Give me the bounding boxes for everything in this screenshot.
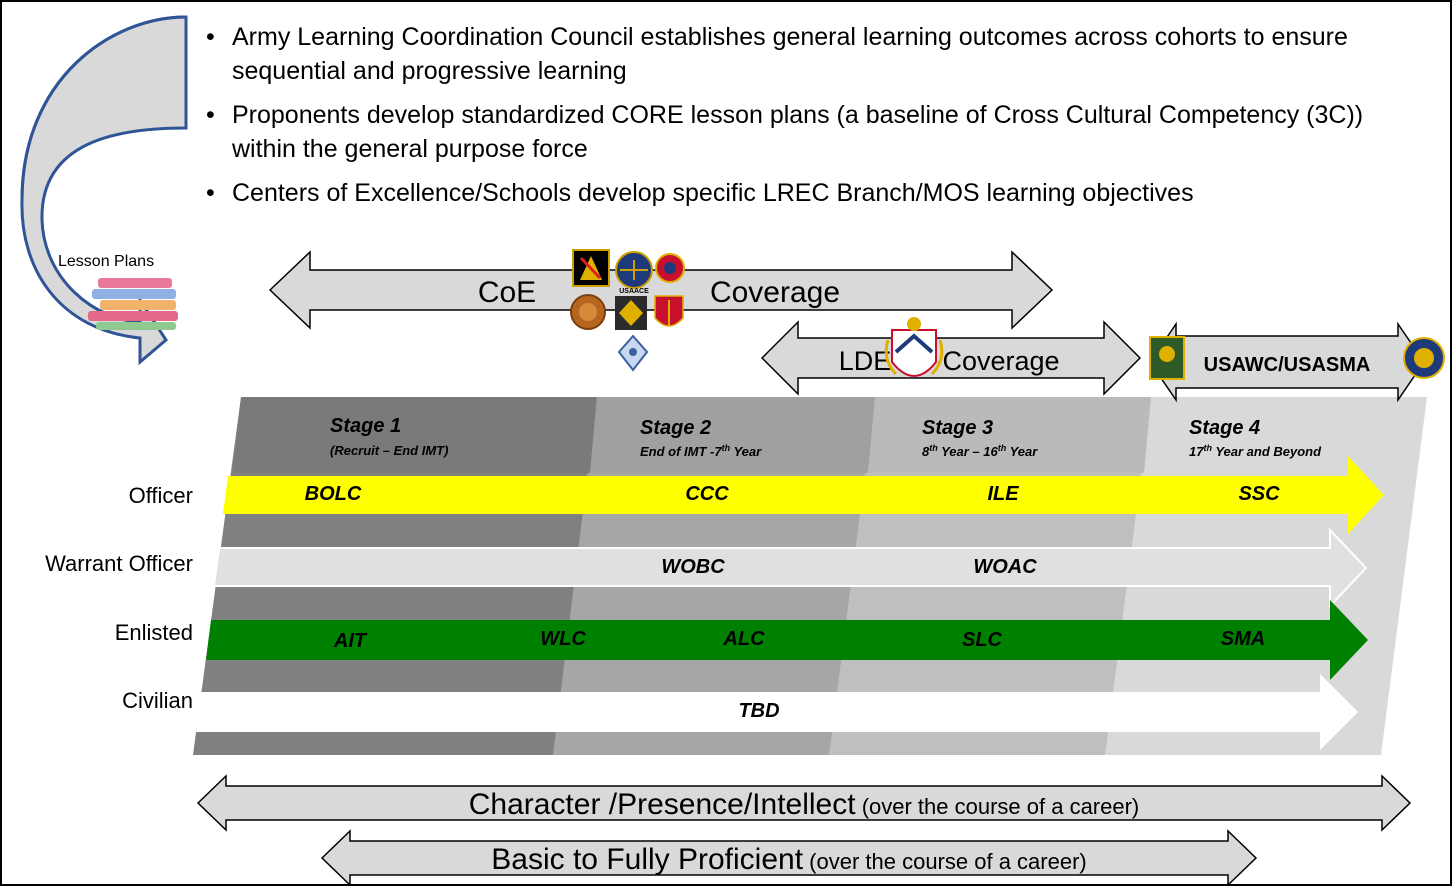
bullet-item: • Proponents develop standardized CORE le…	[206, 98, 1426, 166]
lde-left-label: LDE	[839, 346, 892, 376]
lde-coverage-arrow	[760, 320, 1142, 396]
enlisted-label: Enlisted	[115, 620, 193, 645]
stage-2-title: Stage 2	[640, 417, 711, 439]
usaace-text: USAACE	[619, 288, 649, 295]
bullet-item: • Army Learning Coordination Council esta…	[206, 20, 1426, 88]
stage-2-header	[590, 397, 875, 473]
diamond-insignia-icon	[617, 334, 649, 372]
civilian-label: Civilian	[122, 688, 193, 713]
course-wlc: WLC	[540, 628, 586, 650]
books-icon	[88, 278, 178, 330]
usasma-seal-icon	[1403, 337, 1445, 379]
course-bolc: BOLC	[305, 483, 362, 505]
officer-arrow	[223, 456, 1384, 534]
bullet-item: • Centers of Excellence/Schools develop s…	[206, 176, 1426, 210]
proficiency-arrow	[320, 829, 1258, 887]
branch-insignia-icon	[572, 249, 610, 287]
seal-emblem-icon	[655, 253, 685, 283]
stage-3-sub: 8th Year – 16th Year	[922, 443, 1038, 459]
course-ile: ILE	[987, 483, 1019, 505]
curved-arrow	[20, 15, 188, 366]
coe-right-label: Coverage	[710, 276, 840, 309]
course-ssc: SSC	[1238, 483, 1280, 505]
bullet-dot: •	[206, 179, 215, 207]
coe-coverage-arrow	[268, 250, 1054, 330]
stage-2-sub: End of IMT -7th Year	[640, 443, 762, 459]
enlisted-arrow	[206, 600, 1368, 680]
character-arrow	[196, 774, 1412, 832]
course-slc: SLC	[962, 629, 1003, 651]
stage-3-header	[868, 397, 1151, 473]
command-crest-icon	[884, 317, 944, 377]
course-sma: SMA	[1221, 628, 1265, 650]
military-crest-icon	[615, 295, 684, 330]
stage-1-sub: (Recruit – End IMT)	[330, 443, 448, 458]
civilian-arrow	[196, 674, 1358, 750]
stage-4-title: Stage 4	[1189, 417, 1260, 439]
stage-3-title: Stage 3	[922, 417, 993, 439]
warrant-officer-arrow	[212, 527, 1368, 609]
lesson-plans-label: Lesson Plans	[58, 253, 154, 270]
bullet-text: Centers of Excellence/Schools develop sp…	[232, 179, 1194, 207]
course-woac: WOAC	[973, 556, 1037, 578]
course-alc: ALC	[722, 628, 765, 650]
usawc-crest-icon	[1149, 336, 1185, 380]
bullet-text: Army Learning Coordination Council estab…	[232, 23, 1348, 85]
course-tbd: TBD	[738, 700, 779, 722]
curved-arrow-edge	[20, 15, 187, 201]
aviation-wings-icon	[615, 251, 653, 289]
bullet-list: • Army Learning Coordination Council esta…	[206, 20, 1426, 220]
stage-4-sub: 17th Year and Beyond	[1189, 443, 1322, 459]
warrant-officer-label: Warrant Officer	[45, 551, 193, 576]
character-arrow-label: Character /Presence/Intellect (over the …	[469, 788, 1140, 821]
course-wobc: WOBC	[661, 556, 725, 578]
stage-1-title: Stage 1	[330, 415, 401, 437]
bullet-text: Proponents develop standardized CORE les…	[232, 101, 1364, 163]
stage-1-header	[233, 397, 597, 473]
officer-label: Officer	[129, 483, 193, 508]
school-crest-icon	[570, 294, 606, 330]
usawc-label: USAWC/USASMA	[1204, 354, 1371, 376]
proficiency-arrow-label: Basic to Fully Proficient (over the cour…	[491, 843, 1086, 876]
bullet-dot: •	[206, 23, 215, 51]
coe-left-label: CoE	[478, 276, 536, 309]
lde-right-label: Coverage	[942, 346, 1059, 376]
bullet-dot: •	[206, 101, 215, 129]
course-ait: AIT	[333, 630, 368, 652]
course-ccc: CCC	[685, 483, 729, 505]
